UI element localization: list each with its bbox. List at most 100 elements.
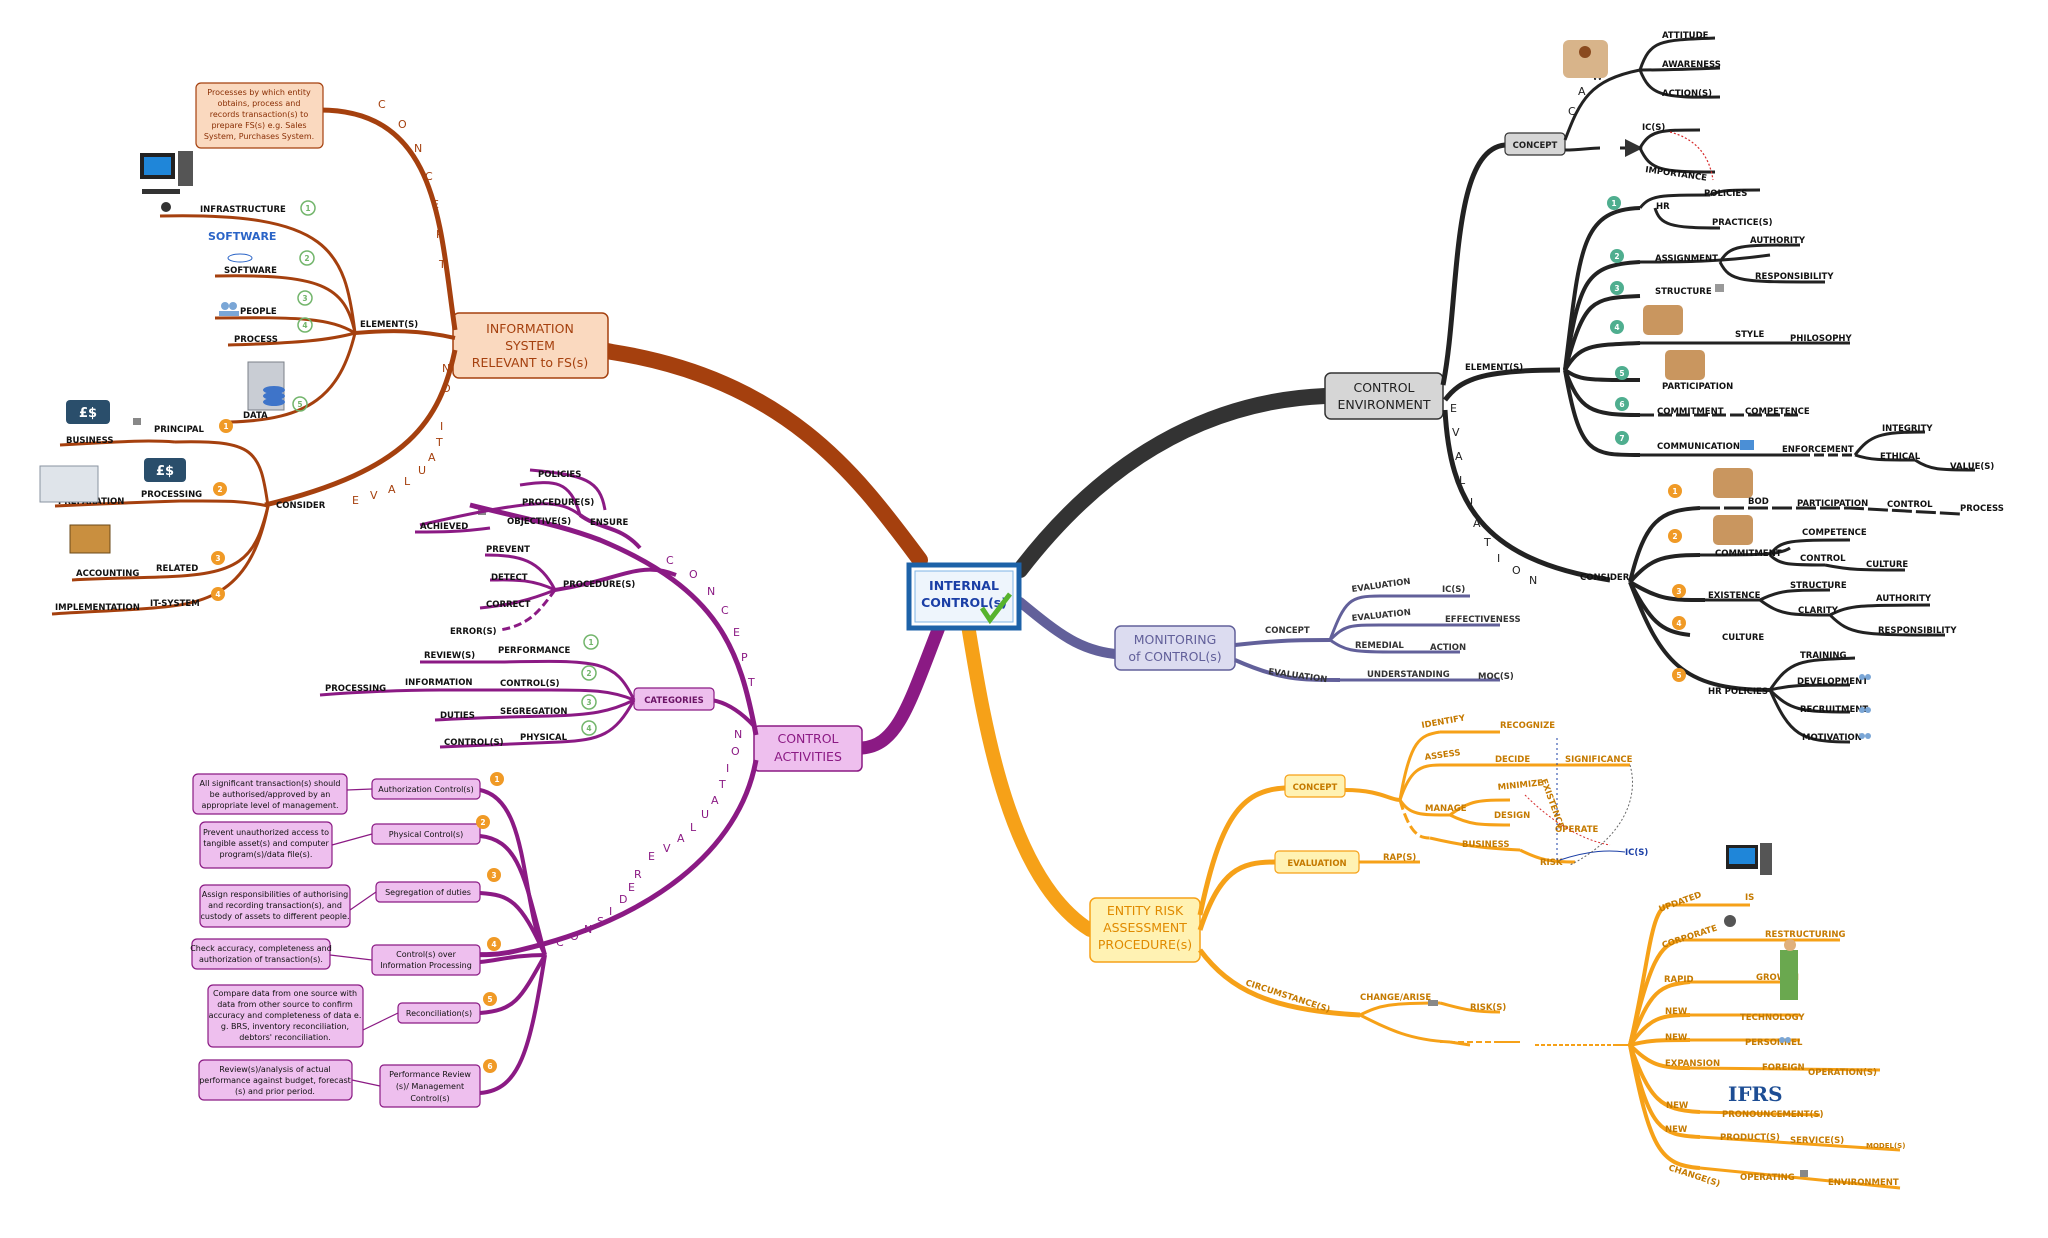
- svg-text:INFRASTRUCTURE: INFRASTRUCTURE: [200, 205, 286, 215]
- clock-icon: [1724, 915, 1736, 927]
- svg-text:MODEL(s): MODEL(s): [1866, 1142, 1905, 1150]
- svg-text:MOC(s): MOC(s): [1478, 672, 1514, 682]
- svg-text:and recording transaction(s),: and recording transaction(s), and: [208, 901, 342, 910]
- svg-text:ACTIVITIES: ACTIVITIES: [774, 749, 842, 764]
- svg-text:NEW: NEW: [1665, 1007, 1688, 1017]
- team-meeting-icon: [1563, 40, 1608, 78]
- svg-text:3: 3: [1676, 587, 1681, 596]
- svg-text:EFFECTIVENESS: EFFECTIVENESS: [1445, 615, 1521, 625]
- svg-text:ENSURE: ENSURE: [590, 518, 628, 528]
- svg-text:Prevent unauthorized access to: Prevent unauthorized access to: [203, 828, 329, 837]
- svg-text:g. BRS, inventory reconciliati: g. BRS, inventory reconciliation,: [221, 1022, 349, 1031]
- svg-text:ENVIRONMENT: ENVIRONMENT: [1828, 1178, 1899, 1188]
- svg-text:MANAGE: MANAGE: [1425, 804, 1467, 814]
- svg-text:IT-SYSTEM: IT-SYSTEM: [150, 599, 200, 609]
- svg-text:Compare data from one source w: Compare data from one source with: [213, 989, 357, 998]
- svg-text:ASSESSMENT: ASSESSMENT: [1103, 920, 1187, 935]
- svg-text:RISK(s): RISK(s): [1470, 1003, 1506, 1013]
- software-icon: SOFTWARE: [208, 230, 276, 262]
- svg-text:4: 4: [1676, 619, 1681, 628]
- svg-text:PROCESSING: PROCESSING: [141, 490, 202, 500]
- svg-text:PERSONNEL: PERSONNEL: [1745, 1038, 1803, 1048]
- svg-text:data from other source to conf: data from other source to confirm: [217, 1000, 353, 1009]
- svg-text:V: V: [663, 842, 671, 855]
- svg-text:SIGNIFICANCE: SIGNIFICANCE: [1565, 755, 1633, 765]
- svg-text:AUTHORITY: AUTHORITY: [1750, 236, 1806, 246]
- svg-text:DECIDE: DECIDE: [1495, 755, 1530, 765]
- svg-text:ETHICAL: ETHICAL: [1880, 452, 1921, 462]
- svg-text:PEOPLE: PEOPLE: [240, 307, 277, 317]
- svg-text:debtors' reconciliation.: debtors' reconciliation.: [239, 1033, 331, 1042]
- svg-text:IFRS: IFRS: [1728, 1082, 1783, 1106]
- svg-text:6: 6: [1619, 400, 1624, 409]
- desktop-icon: [1726, 843, 1772, 875]
- central-topic[interactable]: INTERNAL CONTROL(s): [909, 565, 1019, 628]
- svg-text:Reconciliation(s): Reconciliation(s): [406, 1009, 472, 1018]
- svg-text:Assign responsibilities of aut: Assign responsibilities of authorising: [202, 890, 348, 899]
- svg-text:ACTION(s): ACTION(s): [1662, 89, 1712, 99]
- svg-text:E: E: [733, 626, 740, 639]
- svg-text:CONTROL: CONTROL: [777, 731, 838, 746]
- svg-text:6: 6: [487, 1062, 492, 1071]
- svg-text:UNDERSTANDING: UNDERSTANDING: [1367, 670, 1450, 680]
- svg-text:A: A: [677, 832, 685, 845]
- gardener-growth-icon: [1780, 939, 1798, 1000]
- svg-text:AUTHORITY: AUTHORITY: [1876, 594, 1932, 604]
- svg-text:2: 2: [1672, 532, 1677, 541]
- svg-text:RESPONSIBILITY: RESPONSIBILITY: [1755, 272, 1834, 282]
- svg-text:MOTIVATION: MOTIVATION: [1802, 733, 1862, 743]
- svg-text:O: O: [442, 382, 451, 395]
- svg-text:OPERATION(s): OPERATION(s): [1808, 1068, 1877, 1078]
- svg-text:PHILOSOPHY: PHILOSOPHY: [1790, 334, 1853, 344]
- svg-text:SERVICE(s): SERVICE(s): [1790, 1136, 1844, 1146]
- svg-text:Control(s) over: Control(s) over: [396, 950, 456, 959]
- svg-text:5: 5: [1619, 369, 1624, 378]
- svg-text:EVALUATION: EVALUATION: [1351, 608, 1411, 624]
- svg-text:C: C: [425, 170, 433, 183]
- svg-text:E: E: [352, 494, 359, 507]
- svg-text:INTEGRITY: INTEGRITY: [1882, 424, 1933, 434]
- is-elements-label: ELEMENT(s): [360, 320, 418, 330]
- svg-text:E: E: [432, 198, 439, 211]
- svg-text:STYLE: STYLE: [1735, 330, 1764, 340]
- svg-text:7: 7: [1619, 434, 1624, 443]
- svg-text:NEW: NEW: [1665, 1033, 1688, 1043]
- svg-text:C: C: [378, 98, 386, 111]
- svg-text:E: E: [628, 881, 635, 894]
- is-title-3: RELEVANT to FS(s): [472, 355, 588, 370]
- control-environment-branch: CONTROL ENVIRONMENT CONCEPT CAW ATTITUDE…: [1325, 31, 2004, 743]
- svg-text:A: A: [1578, 85, 1586, 98]
- svg-text:2: 2: [1614, 252, 1619, 261]
- svg-text:PROCESS: PROCESS: [1960, 504, 2004, 514]
- svg-text:ENTITY RISK: ENTITY RISK: [1107, 903, 1184, 918]
- svg-text:(s)/ Management: (s)/ Management: [396, 1082, 464, 1091]
- svg-text:tangible asset(s) and computer: tangible asset(s) and computer: [203, 839, 329, 848]
- svg-text:5: 5: [1676, 671, 1681, 680]
- svg-text:CONTROL(s): CONTROL(s): [500, 679, 560, 689]
- svg-text:custody of assets to different: custody of assets to different people.: [200, 912, 349, 921]
- svg-text:EVALUATION: EVALUATION: [1351, 577, 1411, 595]
- svg-text:CULTURE: CULTURE: [1866, 560, 1908, 570]
- svg-text:RESTRUCTURING: RESTRUCTURING: [1765, 930, 1845, 940]
- svg-text:3: 3: [586, 698, 591, 707]
- ca-notes: [192, 774, 398, 1100]
- is-eval-letters: E V A L U A T I O N: [352, 362, 451, 507]
- svg-text:2: 2: [217, 485, 222, 494]
- svg-text:IS: IS: [1745, 893, 1754, 903]
- svg-text:A: A: [428, 451, 436, 464]
- svg-text:Information Processing: Information Processing: [380, 961, 472, 970]
- svg-text:CATEGORIES: CATEGORIES: [644, 696, 704, 706]
- svg-text:records transaction(s) to: records transaction(s) to: [210, 110, 309, 119]
- svg-text:obtains, process and: obtains, process and: [218, 99, 301, 108]
- svg-text:PROCESSING: PROCESSING: [325, 684, 386, 694]
- svg-text:BOD: BOD: [1748, 497, 1769, 507]
- svg-text:U: U: [701, 808, 709, 821]
- svg-text:DUTIES: DUTIES: [440, 711, 475, 721]
- svg-text:4: 4: [302, 321, 307, 330]
- people-icon: [219, 302, 239, 316]
- svg-text:POLICIES: POLICIES: [1704, 189, 1747, 199]
- svg-text:IC(s): IC(s): [1625, 848, 1648, 858]
- svg-text:EXISTENCE: EXISTENCE: [1538, 778, 1565, 831]
- branch-monitoring: [1020, 602, 1115, 654]
- svg-text:C: C: [666, 554, 674, 567]
